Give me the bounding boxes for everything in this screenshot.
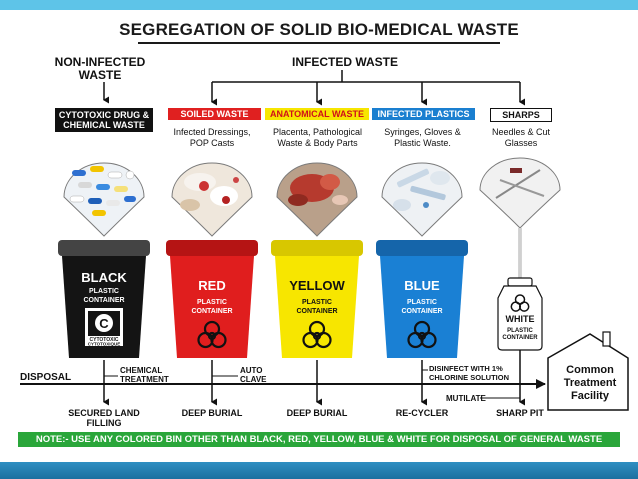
outcome-sharp-pit: SHARP PIT xyxy=(496,408,544,418)
red-bin-name: RED xyxy=(198,278,225,293)
blue-bin-name: BLUE xyxy=(404,278,440,293)
yellow-bin-sub1: PLASTIC xyxy=(302,299,332,306)
label-anatomical: ANATOMICAL WASTE xyxy=(265,108,369,120)
biohazard-icon xyxy=(197,320,227,349)
facility-chimney xyxy=(602,331,611,347)
white-container-cap xyxy=(507,277,533,287)
title-underline xyxy=(138,42,500,44)
white-container-sub2: CONTAINER xyxy=(502,335,538,341)
blue-bin-sub2: CONTAINER xyxy=(401,308,442,315)
label-cytotoxic-text: CYTOTOXIC DRUG & CHEMICAL WASTE xyxy=(58,110,150,130)
top-accent-bar xyxy=(0,0,638,10)
outcome-recycler: RE-CYCLER xyxy=(395,408,449,418)
desc-plastics: Syringes, Gloves & Plastic Waste. xyxy=(384,127,461,148)
red-bin-lid xyxy=(166,240,258,256)
blue-bin-lid xyxy=(376,240,468,256)
red-bin-sub2: CONTAINER xyxy=(191,308,232,315)
yellow-bin-body xyxy=(275,256,359,358)
yellow-bin-lid xyxy=(271,240,363,256)
yellow-bin: YELLOW PLASTIC CONTAINER xyxy=(271,240,363,358)
red-bin-sub1: PLASTIC xyxy=(197,299,227,306)
yellow-bin-sub2: CONTAINER xyxy=(296,308,337,315)
biohazard-icon xyxy=(302,320,332,349)
black-bin-body xyxy=(62,256,146,358)
non-infected-header: NON-INFECTED WASTE xyxy=(54,55,146,82)
black-bin-sub1: PLASTIC xyxy=(89,288,119,295)
blue-bin-sub1: PLASTIC xyxy=(407,299,437,306)
red-bin-body xyxy=(170,256,254,358)
bottom-accent-bar xyxy=(0,462,638,479)
red-bin: RED PLASTIC CONTAINER xyxy=(166,240,258,358)
label-anatomical-text: ANATOMICAL WASTE xyxy=(270,109,364,119)
mutilate-label: MUTILATE xyxy=(446,394,486,403)
pills-image xyxy=(63,162,145,237)
label-soiled: SOILED WASTE xyxy=(168,108,261,120)
white-container: WHITE PLASTIC CONTAINER xyxy=(497,277,543,351)
label-sharps-text: SHARPS xyxy=(502,110,540,120)
outcome-deep-burial-red: DEEP BURIAL xyxy=(181,408,243,418)
anatomical-image xyxy=(276,162,358,237)
yellow-bin-name: YELLOW xyxy=(289,278,345,293)
dressings-image xyxy=(171,162,253,237)
page-title: SEGREGATION OF SOLID BIO-MEDICAL WASTE xyxy=(119,20,519,39)
white-container-name: WHITE xyxy=(506,314,535,324)
label-plastics-text: INFECTED PLASTICS xyxy=(377,109,470,119)
white-container-body xyxy=(497,285,543,351)
black-bin-lid xyxy=(58,240,150,256)
general-waste-note: NOTE:- USE ANY COLORED BIN OTHER THAN BL… xyxy=(18,432,620,447)
infected-header: INFECTED WASTE xyxy=(291,55,398,69)
label-cytotoxic: CYTOTOXIC DRUG & CHEMICAL WASTE xyxy=(55,108,153,132)
desc-sharps: Needles & Cut Glasses xyxy=(491,127,551,148)
label-plastics: INFECTED PLASTICS xyxy=(372,108,475,120)
white-container-sub1: PLASTIC xyxy=(507,328,533,334)
cytotoxic-mark-letter: C xyxy=(99,316,109,331)
chemical-treatment-label: CHEMICAL TREATMENT xyxy=(120,366,169,384)
facility-house-outline xyxy=(547,333,629,411)
outcome-secured-land-filling: SECURED LAND FILLING xyxy=(68,408,140,428)
black-bin-sub2: CONTAINER xyxy=(83,297,124,304)
disinfect-label: DISINFECT WITH 1% CHLORINE SOLUTION xyxy=(429,364,509,382)
common-treatment-facility: Common Treatment Facility xyxy=(563,364,617,402)
blue-bin: BLUE PLASTIC CONTAINER xyxy=(376,240,468,358)
disposal-label: DISPOSAL xyxy=(20,372,72,383)
outcome-deep-burial-yellow: DEEP BURIAL xyxy=(286,408,348,418)
autoclave-label: AUTO CLAVE xyxy=(240,366,267,384)
black-bin: BLACK PLASTIC CONTAINER C CYTOTOXIC CYTO… xyxy=(58,240,150,358)
biohazard-icon xyxy=(407,320,437,349)
blue-bin-body xyxy=(380,256,464,358)
biohazard-icon xyxy=(510,294,530,312)
cytotoxic-caption-2: CYTOTOXIQUE xyxy=(88,342,121,347)
desc-anatomical: Placenta, Pathological Waste & Body Part… xyxy=(272,127,363,148)
desc-soiled: Infected Dressings, POP Casts xyxy=(173,127,251,148)
cytotoxic-caption-1: CYTOTOXIC xyxy=(90,337,119,343)
plastics-image xyxy=(381,162,463,237)
label-sharps: SHARPS xyxy=(490,108,552,122)
black-bin-name: BLACK xyxy=(81,270,127,285)
label-soiled-text: SOILED WASTE xyxy=(180,109,249,119)
sharps-image xyxy=(479,157,561,282)
